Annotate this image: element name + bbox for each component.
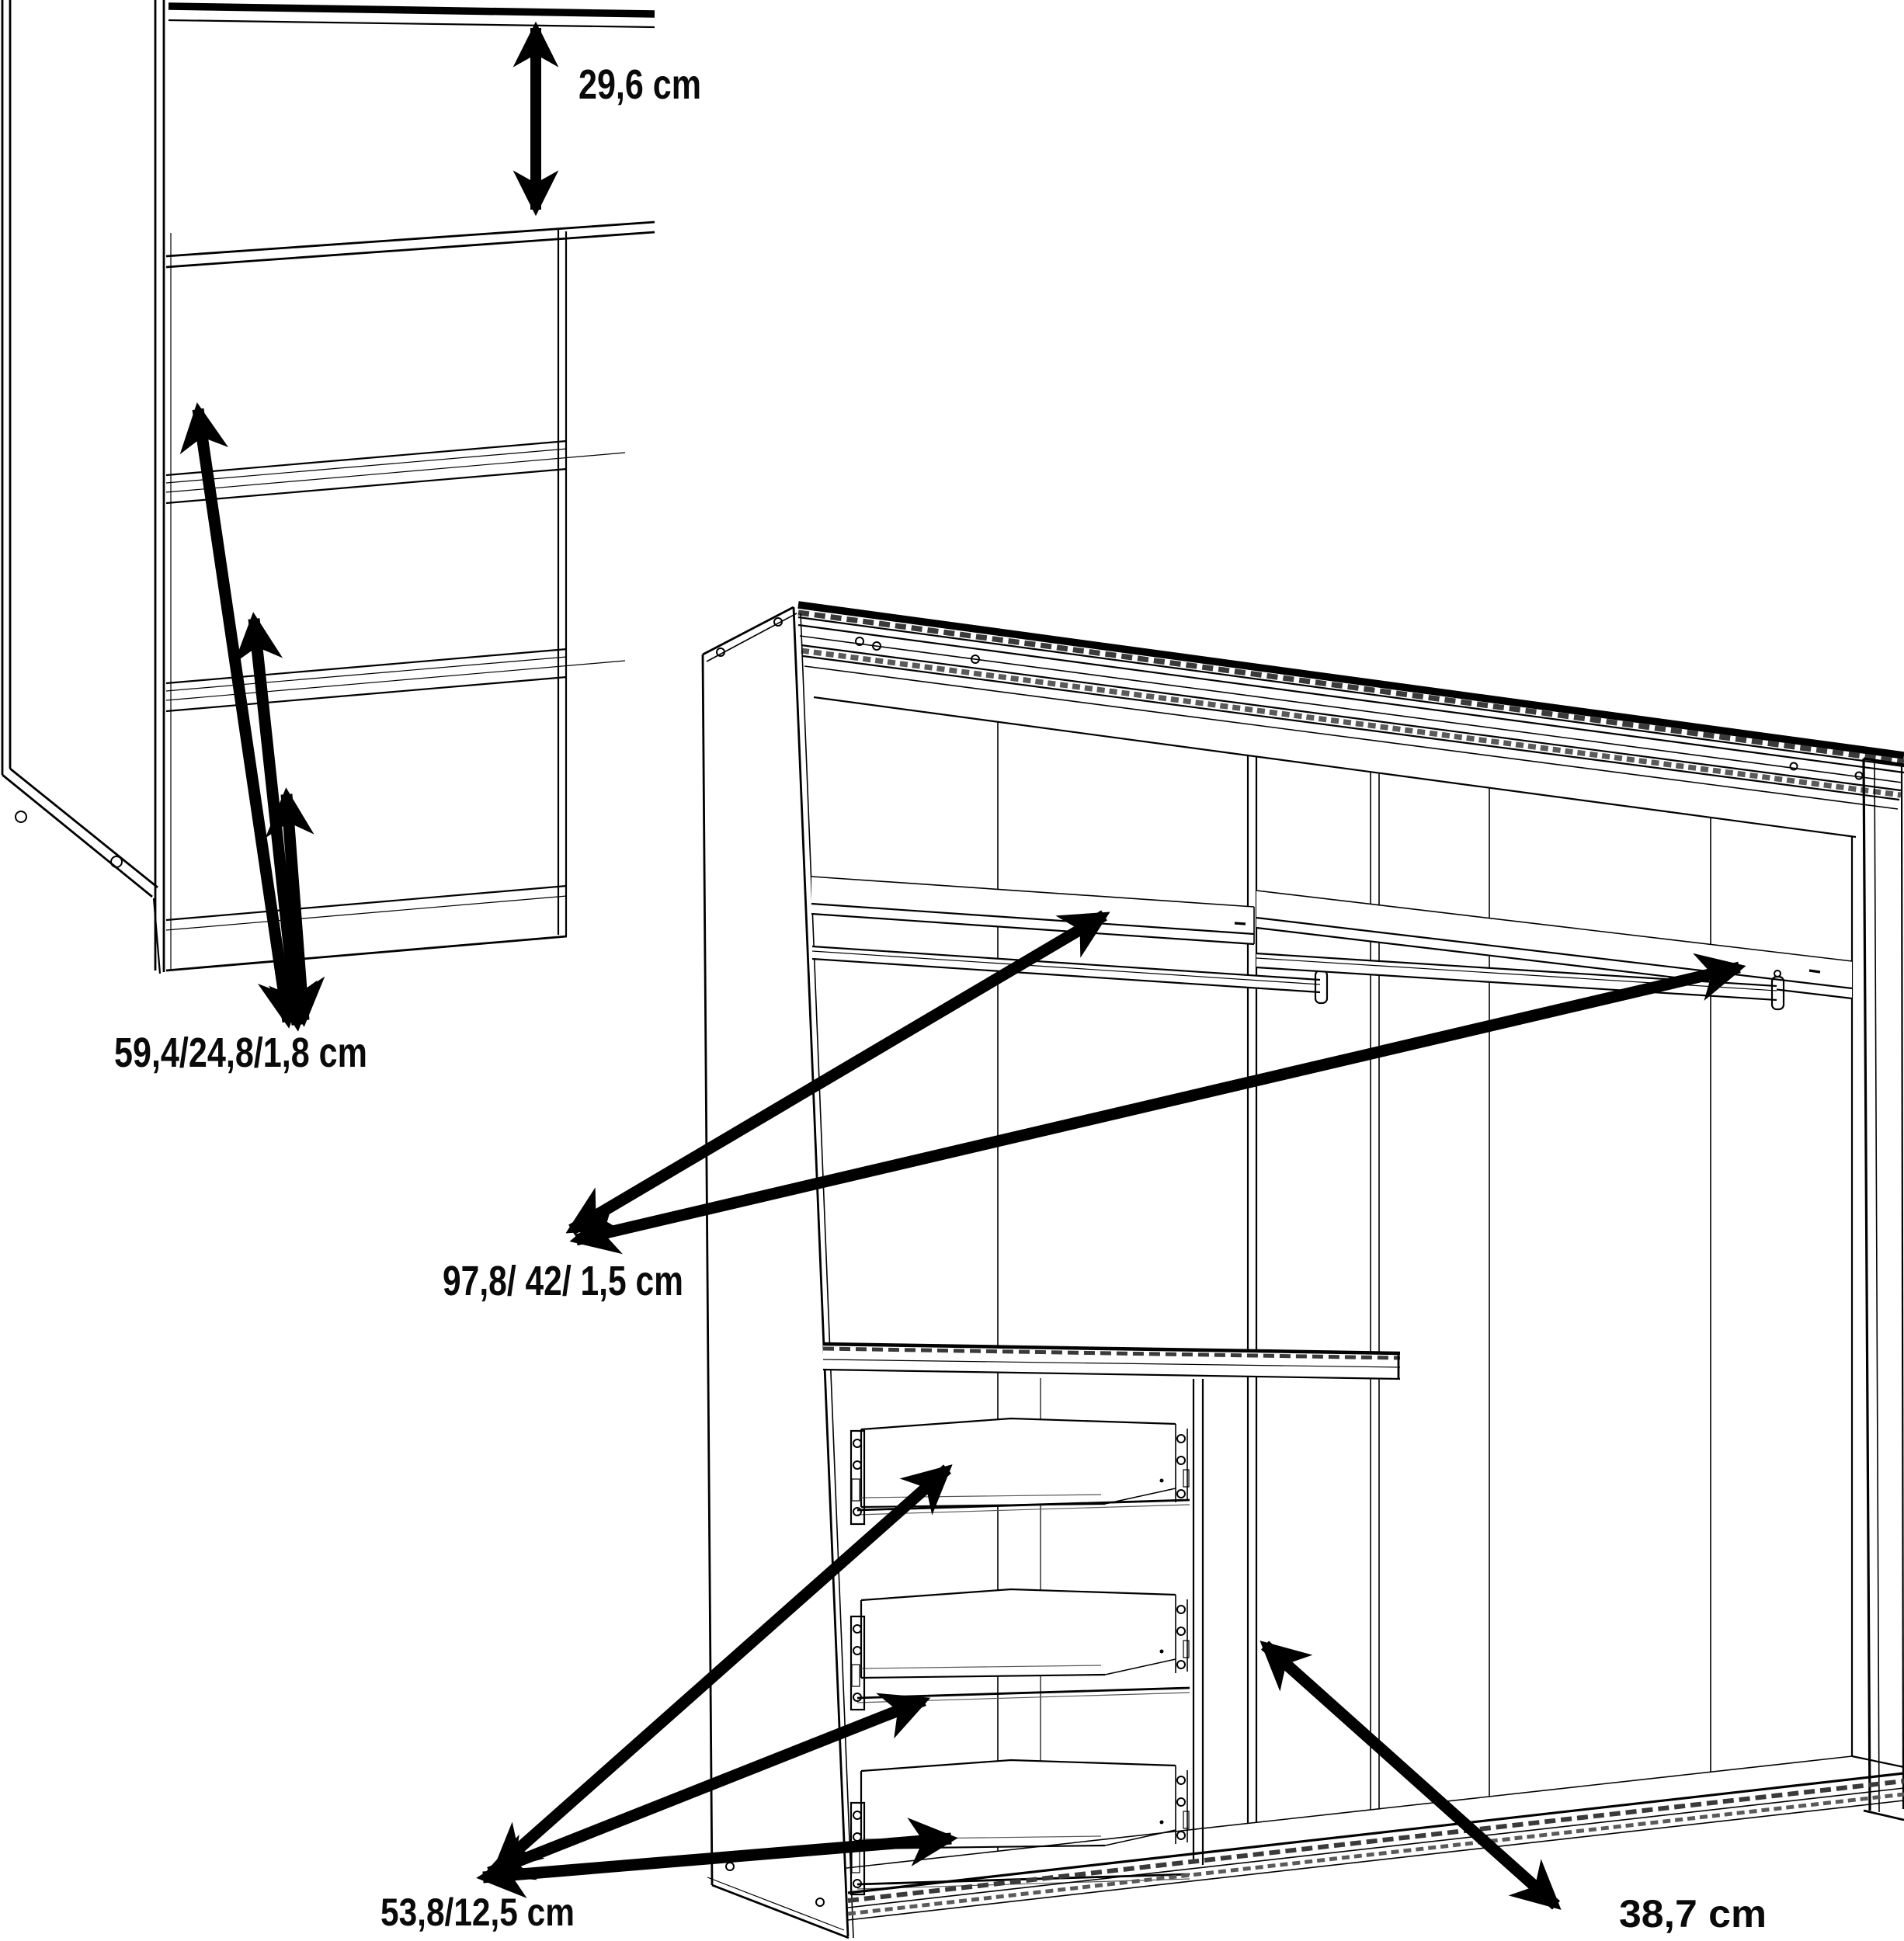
left-shelf — [811, 876, 1255, 946]
rail-screw-icon — [1854, 771, 1864, 780]
chest-detail-view — [1, 0, 655, 1032]
shelf-arrows — [565, 910, 1746, 1255]
rail-screw-icon — [971, 655, 980, 664]
chest-drawer-fronts — [165, 439, 626, 972]
left-clothes-rail — [811, 945, 1329, 1005]
drawer-front-arrows — [179, 402, 325, 1032]
interior-ceiling-edge — [813, 696, 1857, 839]
drawer-slide-rail — [856, 1686, 1190, 1700]
chest-top-rail-lines — [168, 2, 655, 29]
drawer-box-arrows — [476, 1464, 958, 1898]
chest-side-panel — [1, 0, 162, 974]
wardrobe-right-panel — [1850, 757, 1904, 1821]
dimension-label-top-height: 29,6 cm — [578, 61, 701, 108]
dimension-label-shelf: 97,8/ 42/ 1,5 cm — [443, 1258, 683, 1304]
rail-screw-icon — [855, 637, 864, 646]
rail-screw-icon — [1789, 762, 1798, 771]
wardrobe-top-rails — [797, 601, 1904, 810]
drawer-module-top — [822, 1342, 1401, 1380]
back-panel-seams — [997, 722, 1711, 1851]
foot-hole-icon — [110, 856, 123, 868]
divider-depth-arrow — [1259, 1641, 1562, 1910]
drawer-slide-rail — [856, 1873, 1190, 1886]
dimension-label-drawer-box: 53,8/12,5 cm — [380, 1891, 575, 1934]
drawer-module-side — [1192, 1379, 1204, 1865]
rail-screw-icon — [872, 641, 881, 651]
wardrobe-interior-view — [476, 601, 1904, 1939]
dimension-label-divider-depth: 38,7 cm — [1619, 1892, 1767, 1936]
dimension-label-drawer-front: 59,4/24,8/1,8 cm — [114, 1030, 367, 1076]
interior-drawer-2 — [850, 1588, 1190, 1711]
foot-hole-icon — [15, 811, 27, 823]
